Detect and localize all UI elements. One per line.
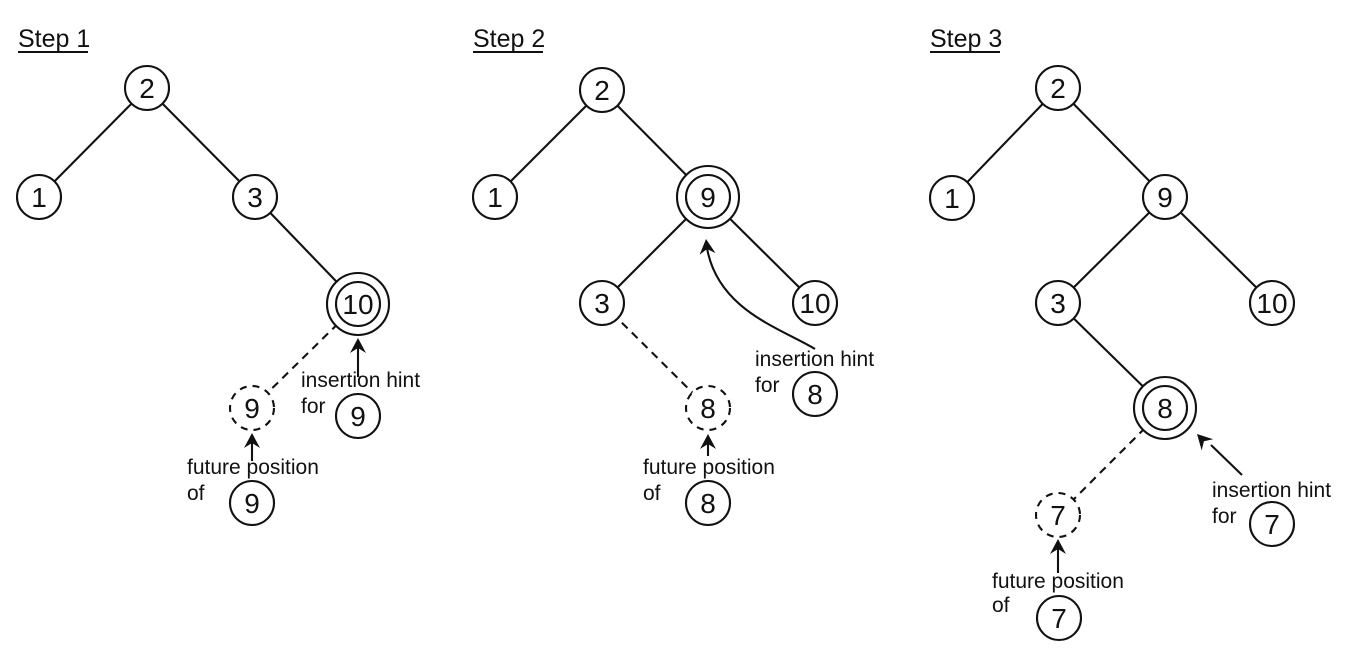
insertion-hint-callout: insertion hint for 9 [301, 338, 420, 440]
callout-text: for [755, 374, 780, 397]
tree-node-circle [1034, 279, 1082, 327]
curved-arrow-line [705, 247, 816, 350]
callout-text: for [301, 395, 326, 418]
step-2-diagram: Step 2 2 1 9 3 10 8 insertion hint [471, 25, 874, 527]
callout-text: future position [643, 456, 775, 479]
tree-edge [146, 87, 256, 198]
tree-node-circle [928, 174, 976, 222]
tree-node-circle [1141, 173, 1189, 221]
future-position-callout: future position of 7 [992, 539, 1124, 642]
tree-node-circle [578, 66, 626, 114]
arrowhead-icon [700, 434, 716, 449]
arrowhead-icon [1050, 539, 1066, 554]
tree-node-circle [471, 173, 519, 221]
node-label: 3 [594, 288, 610, 319]
callout-text: of [992, 594, 1010, 617]
future-node-label: 9 [244, 393, 260, 424]
step-3-diagram: Step 3 2 1 9 3 10 8 7 [928, 25, 1331, 642]
node-label: 1 [944, 183, 960, 214]
callout-text: of [643, 482, 661, 505]
tree-edge [1057, 196, 1166, 304]
value-badge-label: 8 [700, 488, 716, 519]
callout-text: insertion hint [755, 348, 874, 371]
future-node-circle [684, 384, 732, 432]
node-label: 10 [342, 289, 373, 320]
tree-node-circle [684, 173, 732, 221]
tree-node-circle [231, 173, 279, 221]
future-node-label: 7 [1050, 500, 1066, 531]
node-label: 2 [1050, 73, 1066, 104]
future-node-label: 8 [700, 393, 716, 424]
arrowhead-icon [699, 239, 716, 255]
tree-edge [1057, 87, 1166, 198]
future-node-circle [228, 384, 276, 432]
callout-text: future position [187, 456, 319, 479]
value-badge-circle [1248, 500, 1296, 548]
value-badge-circle [334, 392, 382, 440]
future-position-link [601, 302, 709, 409]
value-badge-label: 7 [1264, 509, 1280, 540]
node-label: 2 [139, 73, 155, 104]
tree-edge [494, 89, 603, 198]
step-title: Step 3 [930, 25, 1002, 53]
tree-node-circle [1248, 279, 1296, 327]
callout-text: for [1212, 505, 1237, 528]
node-label: 3 [1050, 288, 1066, 319]
node-label: 1 [31, 182, 47, 213]
future-position-callout: future position of 8 [643, 434, 775, 527]
value-badge-label: 7 [1051, 603, 1067, 634]
future-position-link [251, 303, 359, 409]
tree-edge [1164, 196, 1273, 304]
callout-text: of [187, 482, 205, 505]
insertion-hint-callout: insertion hint for 7 [1197, 434, 1331, 548]
node-label: 10 [799, 288, 830, 319]
future-position-callout: future position of 9 [187, 433, 319, 527]
value-badge-label: 9 [350, 401, 366, 432]
callout-text: insertion hint [1212, 479, 1331, 502]
node-label: 2 [594, 75, 610, 106]
tree-edge [38, 87, 148, 198]
value-badge-label: 9 [244, 488, 260, 519]
tree-node-circle [334, 280, 382, 328]
value-badge-circle [684, 479, 732, 527]
callout-text: insertion hint [301, 369, 420, 392]
node-label: 1 [487, 182, 503, 213]
future-position-link [1057, 407, 1166, 516]
callout-text: future position [992, 570, 1124, 593]
insertion-hint-callout: insertion hint for 8 [699, 239, 874, 418]
arrowhead-icon [1197, 434, 1214, 451]
value-badge-circle [1035, 594, 1083, 642]
step-title: Step 2 [473, 25, 545, 53]
value-badge-circle [228, 479, 276, 527]
tree-node-circle [15, 173, 63, 221]
arrowhead-icon [244, 433, 260, 448]
tree-node-circle [123, 64, 171, 112]
node-label: 9 [1157, 182, 1173, 213]
step-1-diagram: Step 1 2 1 3 10 9 insertion hint for [15, 25, 420, 527]
tree-node-circle [791, 279, 839, 327]
node-label: 9 [700, 182, 716, 213]
tree-node-circle [578, 279, 626, 327]
arrow-line [1210, 444, 1243, 476]
node-label: 3 [247, 182, 263, 213]
node-label: 8 [1157, 393, 1173, 424]
node-label: 10 [1256, 288, 1287, 319]
step-title: Step 1 [18, 25, 90, 53]
tree-edge [951, 87, 1059, 199]
value-badge-label: 8 [807, 379, 823, 410]
tree-node-circle [1141, 384, 1189, 432]
arrowhead-icon [350, 338, 366, 353]
value-badge-circle [791, 370, 839, 418]
tree-node-circle [1034, 64, 1082, 112]
future-node-circle [1034, 491, 1082, 539]
